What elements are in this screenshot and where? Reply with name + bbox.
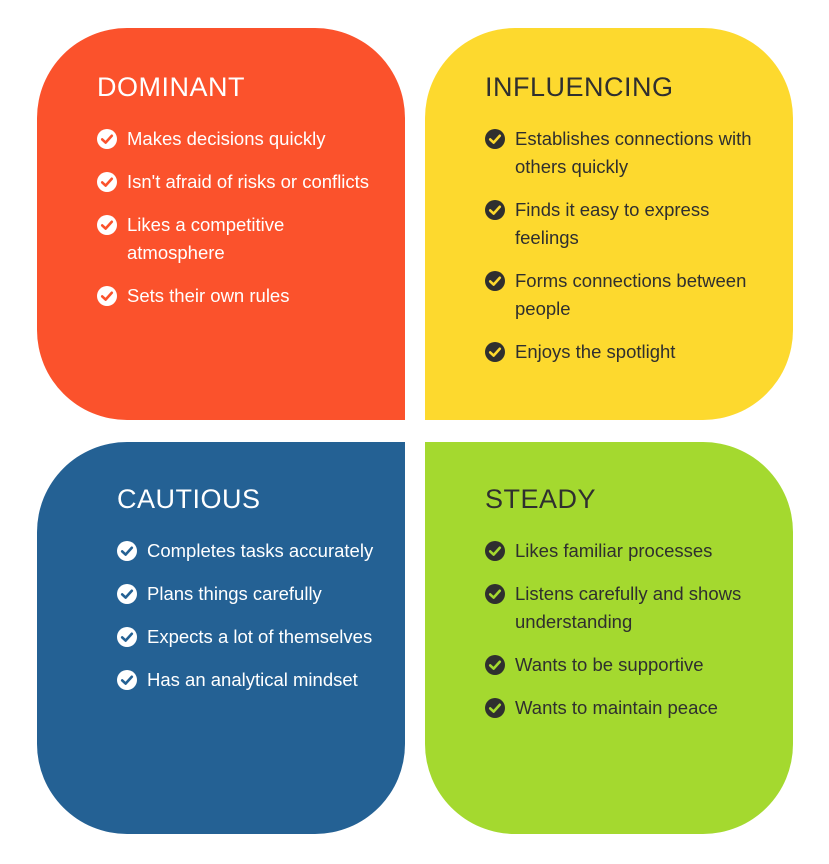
trait-item: Listens carefully and shows understandin… [485,580,775,636]
trait-text: Establishes connections with others quic… [515,128,752,177]
quadrant-title: INFLUENCING [485,72,674,102]
trait-text: Forms connections between people [515,270,747,319]
trait-text: Makes decisions quickly [127,128,326,149]
check-circle-icon [117,584,137,604]
check-circle-icon [485,271,505,291]
trait-text: Expects a lot of themselves [147,626,373,647]
check-circle-icon [117,627,137,647]
check-circle-icon [485,655,505,675]
trait-item: Likes a competitive atmosphere [97,211,387,267]
trait-text: Isn't afraid of risks or conflicts [127,171,370,192]
check-circle-icon [485,342,505,362]
trait-item: Likes familiar processes [485,537,775,565]
check-circle-icon [117,670,137,690]
trait-text: Likes a competitive atmosphere [127,214,285,263]
trait-text: Likes familiar processes [515,540,713,561]
check-circle-icon [485,584,505,604]
check-circle-icon [117,541,137,561]
trait-item: Isn't afraid of risks or conflicts [97,168,387,196]
check-circle-icon [97,129,117,149]
trait-item: Enjoys the spotlight [485,338,775,366]
trait-text: Wants to be supportive [515,654,704,675]
quadrant-influencing: INFLUENCING Establishes connections with… [425,28,793,420]
trait-item: Forms connections between people [485,267,775,323]
trait-item: Wants to be supportive [485,651,775,679]
trait-text: Finds it easy to express feelings [515,199,710,248]
check-circle-icon [485,200,505,220]
trait-item: Plans things carefully [117,580,387,608]
trait-list: Establishes connections with others quic… [485,125,775,366]
trait-item: Finds it easy to express feelings [485,196,775,252]
trait-text: Wants to maintain peace [515,697,718,718]
check-circle-icon [97,215,117,235]
trait-item: Completes tasks accurately [117,537,387,565]
trait-item: Has an analytical mindset [117,666,387,694]
quadrant-title: STEADY [485,484,597,514]
check-circle-icon [97,172,117,192]
trait-text: Sets their own rules [127,285,290,306]
trait-text: Plans things carefully [147,583,322,604]
quadrant-title: DOMINANT [97,72,245,102]
check-circle-icon [485,129,505,149]
trait-item: Expects a lot of themselves [117,623,387,651]
trait-item: Wants to maintain peace [485,694,775,722]
trait-item: Sets their own rules [97,282,387,310]
quadrant-title: CAUTIOUS [117,484,261,514]
trait-text: Has an analytical mindset [147,669,358,690]
trait-item: Makes decisions quickly [97,125,387,153]
trait-item: Establishes connections with others quic… [485,125,775,181]
check-circle-icon [97,286,117,306]
trait-text: Completes tasks accurately [147,540,374,561]
trait-text: Enjoys the spotlight [515,341,676,362]
check-circle-icon [485,541,505,561]
check-circle-icon [485,698,505,718]
trait-text: Listens carefully and shows understandin… [515,583,742,632]
